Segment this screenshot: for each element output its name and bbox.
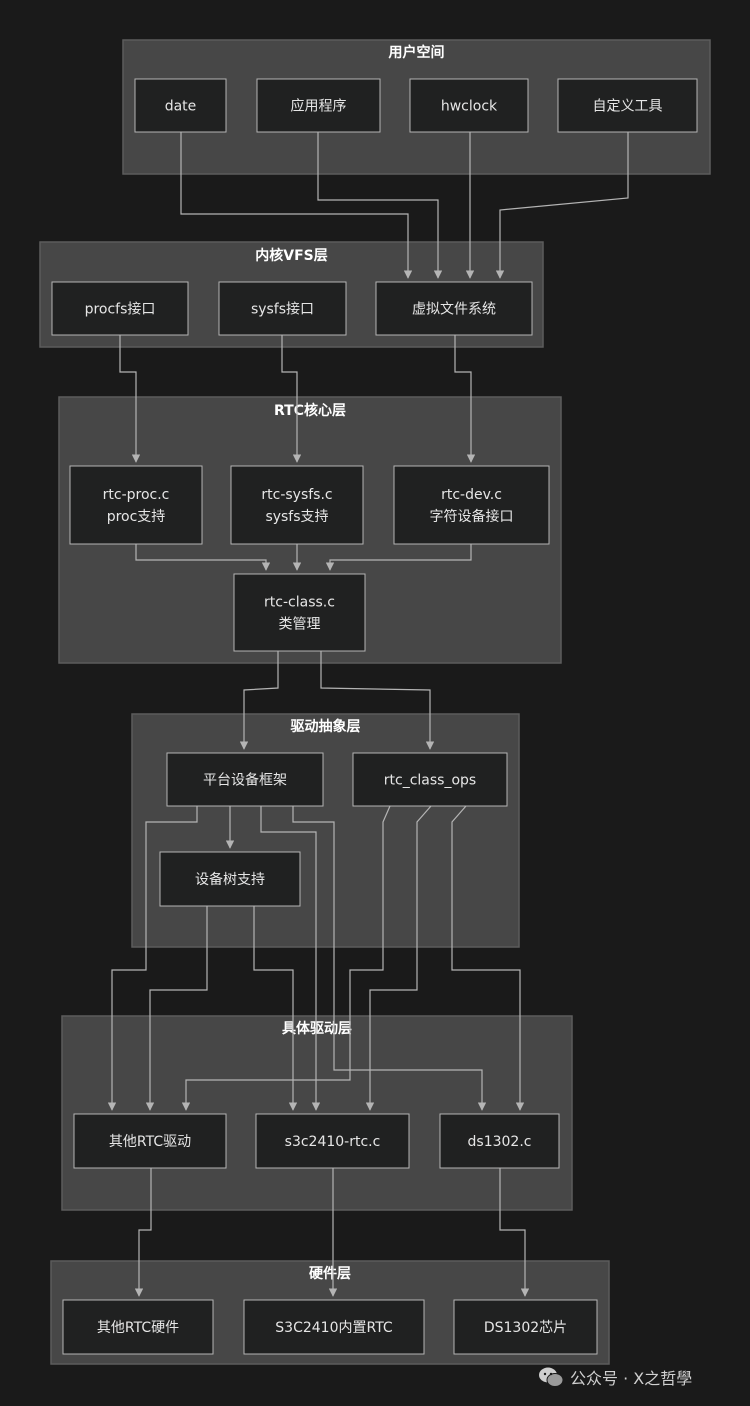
node-label-s3cdrv-0: s3c2410-rtc.c [285, 1134, 381, 1150]
edge-tool-to-vfsys [495, 132, 629, 279]
node-tool: 自定义工具 [557, 78, 698, 133]
node-box-tool [557, 78, 698, 133]
edge-devtree-to-otherdrv [145, 906, 208, 1111]
watermark: 公众号 · X之哲學 [538, 1362, 692, 1392]
node-rtcproc: rtc-proc.c proc支持 [69, 465, 203, 545]
edge-otherdrv-to-otherhw [134, 1168, 152, 1297]
node-label-hwclock-0: hwclock [441, 99, 498, 115]
layer-title-rtccore: RTC核心层 [274, 402, 346, 419]
node-otherhw: 其他RTC硬件 [62, 1299, 214, 1355]
edge-rtcclass-to-platform [239, 651, 279, 750]
node-box-otherhw [62, 1299, 214, 1355]
node-label-rtcclass-0: rtc-class.c [264, 595, 335, 611]
node-label-devtree-0: 设备树支持 [195, 871, 265, 888]
edge-vfsys-to-rtcdev [454, 335, 476, 463]
edge-dsdrv-to-dshw [499, 1168, 530, 1297]
layer-title-hw: 硬件层 [309, 1265, 351, 1282]
node-label-rtcdev-1: 字符设备接口 [430, 508, 514, 525]
node-label-tool-0: 自定义工具 [593, 99, 663, 115]
node-label-classops-0: rtc_class_ops [384, 773, 476, 789]
node-dshw: DS1302芯片 [453, 1299, 598, 1355]
node-label-rtcclass-1: 类管理 [279, 617, 321, 633]
watermark-text: 公众号 · X之哲學 [570, 1369, 693, 1388]
edge-rtcdev-to-rtcclass [325, 544, 472, 571]
edge-platform-to-dsdrv [292, 806, 487, 1111]
edge-sysfs-to-rtcsysfs [281, 335, 302, 463]
node-box-s3cdrv [255, 1113, 410, 1169]
layer-title-vfs: 内核VFS层 [255, 247, 327, 264]
node-label-vfsys-0: 虚拟文件系统 [412, 302, 496, 318]
node-vfsys: 虚拟文件系统 [375, 281, 533, 336]
edge-classops-to-dsdrv [451, 805, 525, 1111]
node-label-s3chw-0: S3C2410内置RTC [275, 1320, 393, 1336]
node-box-rtcclass [233, 573, 366, 652]
node-label-otherhw-0: 其他RTC硬件 [97, 1320, 179, 1336]
layer-abstract: 驱动抽象层 [131, 713, 520, 948]
layer-box-abstract [131, 713, 520, 948]
layer-title-abstract: 驱动抽象层 [291, 718, 361, 735]
edge-platform-to-s3cdrv [260, 806, 321, 1111]
node-s3chw: S3C2410内置RTC [243, 1299, 425, 1355]
node-label-date-0: date [165, 99, 197, 115]
edge-devtree-to-s3cdrv [253, 906, 298, 1111]
node-platform: 平台设备框架 [166, 752, 324, 807]
node-otherdrv: 其他RTC驱动 [73, 1113, 227, 1169]
node-label-rtcsysfs-0: rtc-sysfs.c [261, 487, 332, 503]
layer-title-user: 用户空间 [389, 44, 445, 61]
node-devtree: 设备树支持 [159, 851, 301, 907]
node-label-rtcsysfs-1: sysfs支持 [265, 509, 328, 525]
node-sysfs: sysfs接口 [218, 281, 347, 336]
edge-platform-to-otherdrv [107, 806, 198, 1111]
node-box-hwclock [409, 78, 529, 133]
node-box-dsdrv [439, 1113, 560, 1169]
layer-driver: 具体驱动层 [61, 1015, 573, 1211]
node-box-classops [352, 752, 508, 807]
node-label-platform-0: 平台设备框架 [203, 772, 287, 789]
node-rtcclass: rtc-class.c 类管理 [233, 573, 366, 652]
node-app: 应用程序 [256, 78, 381, 133]
node-box-procfs [51, 281, 189, 336]
node-label-procfs-0: procfs接口 [85, 301, 156, 318]
node-s3cdrv: s3c2410-rtc.c [255, 1113, 410, 1169]
node-label-rtcproc-1: proc支持 [107, 509, 166, 525]
node-label-rtcdev-0: rtc-dev.c [441, 487, 502, 503]
node-box-otherdrv [73, 1113, 227, 1169]
wechat-icon [539, 1367, 564, 1387]
node-procfs: procfs接口 [51, 281, 189, 336]
node-date: date [134, 78, 227, 133]
edge-rtcproc-to-rtcclass [135, 544, 271, 571]
node-box-date [134, 78, 227, 133]
node-box-devtree [159, 851, 301, 907]
layer-box-driver [61, 1015, 573, 1211]
node-label-rtcproc-0: rtc-proc.c [103, 487, 170, 503]
node-box-s3chw [243, 1299, 425, 1355]
node-classops: rtc_class_ops [352, 752, 508, 807]
node-rtcdev: rtc-dev.c 字符设备接口 [393, 465, 550, 545]
node-box-dshw [453, 1299, 598, 1355]
node-label-sysfs-0: sysfs接口 [251, 301, 314, 318]
node-label-dsdrv-0: ds1302.c [468, 1134, 532, 1150]
node-box-rtcdev [393, 465, 550, 545]
node-label-app-0: 应用程序 [291, 98, 347, 115]
node-label-dshw-0: DS1302芯片 [484, 1320, 567, 1336]
edge-procfs-to-rtcproc [119, 335, 141, 463]
node-box-rtcproc [69, 465, 203, 545]
node-label-otherdrv-0: 其他RTC驱动 [109, 1134, 191, 1150]
edge-classops-to-s3cdrv [365, 805, 432, 1111]
edge-rtcclass-to-classops [320, 651, 435, 750]
node-dsdrv: ds1302.c [439, 1113, 560, 1169]
node-hwclock: hwclock [409, 78, 529, 133]
edge-classops-to-otherdrv [181, 805, 391, 1111]
edge-date-to-vfsys [180, 132, 413, 279]
node-box-platform [166, 752, 324, 807]
node-rtcsysfs: rtc-sysfs.c sysfs支持 [230, 465, 364, 545]
node-box-app [256, 78, 381, 133]
node-box-vfsys [375, 281, 533, 336]
node-box-rtcsysfs [230, 465, 364, 545]
node-box-sysfs [218, 281, 347, 336]
edge-app-to-vfsys [317, 132, 443, 279]
